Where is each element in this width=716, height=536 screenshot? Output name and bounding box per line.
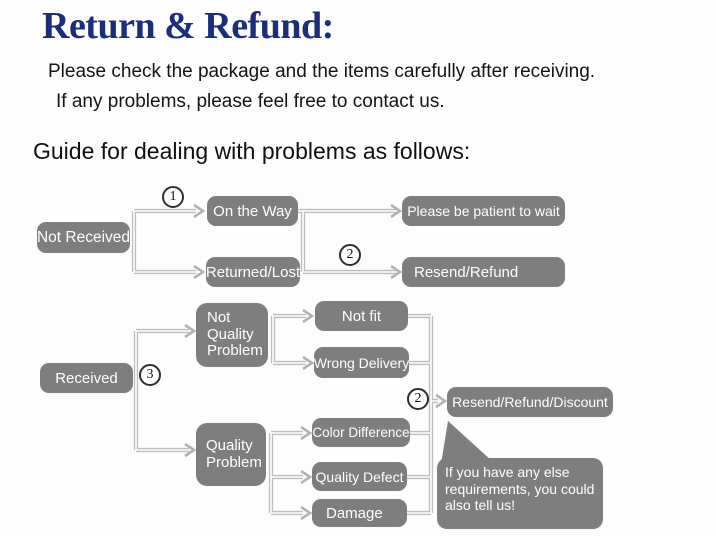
- guide-heading: Guide for dealing with problems as follo…: [33, 138, 471, 164]
- bubble-tail: [441, 421, 492, 464]
- flow-node-wrong-delivery: Wrong Delivery: [314, 347, 409, 378]
- flow-node-damage: Damage: [312, 499, 407, 527]
- flow-node-quality-defect: Quality Defect: [312, 462, 407, 491]
- intro-line-2: If any problems, please feel free to con…: [56, 91, 445, 112]
- flow-node-resend-refund: Resend/Refund: [402, 257, 565, 287]
- bubble-note: If you have any else requirements, you c…: [437, 458, 603, 529]
- flow-node-color-difference: Color Difference: [312, 418, 410, 447]
- flow-node-please-be-patient: Please be patient to wait: [402, 196, 565, 226]
- step-circle-1: 1: [162, 186, 184, 208]
- flow-node-quality-problem: Quality Problem: [196, 423, 266, 486]
- intro-line-1: Please check the package and the items c…: [48, 61, 596, 82]
- arrowheads: [184, 203, 448, 521]
- flow-node-not-fit: Not fit: [315, 301, 408, 331]
- page-title: Return & Refund:: [42, 5, 334, 47]
- flow-node-on-the-way: On the Way: [207, 196, 298, 226]
- step-circle-2b: 2: [407, 388, 429, 410]
- flow-node-not-received: Not Received: [37, 222, 130, 253]
- connector-lines-core: [133, 210, 438, 514]
- flow-node-resend-refund-discount: Resend/Refund/Discount: [447, 387, 613, 417]
- step-circle-2: 2: [339, 244, 361, 266]
- flow-node-received: Received: [40, 363, 133, 393]
- step-circle-3: 3: [139, 364, 161, 386]
- flow-node-returned-lost: Returned/Lost: [206, 257, 300, 287]
- flow-node-not-quality-problem: Not Quality Problem: [196, 303, 268, 367]
